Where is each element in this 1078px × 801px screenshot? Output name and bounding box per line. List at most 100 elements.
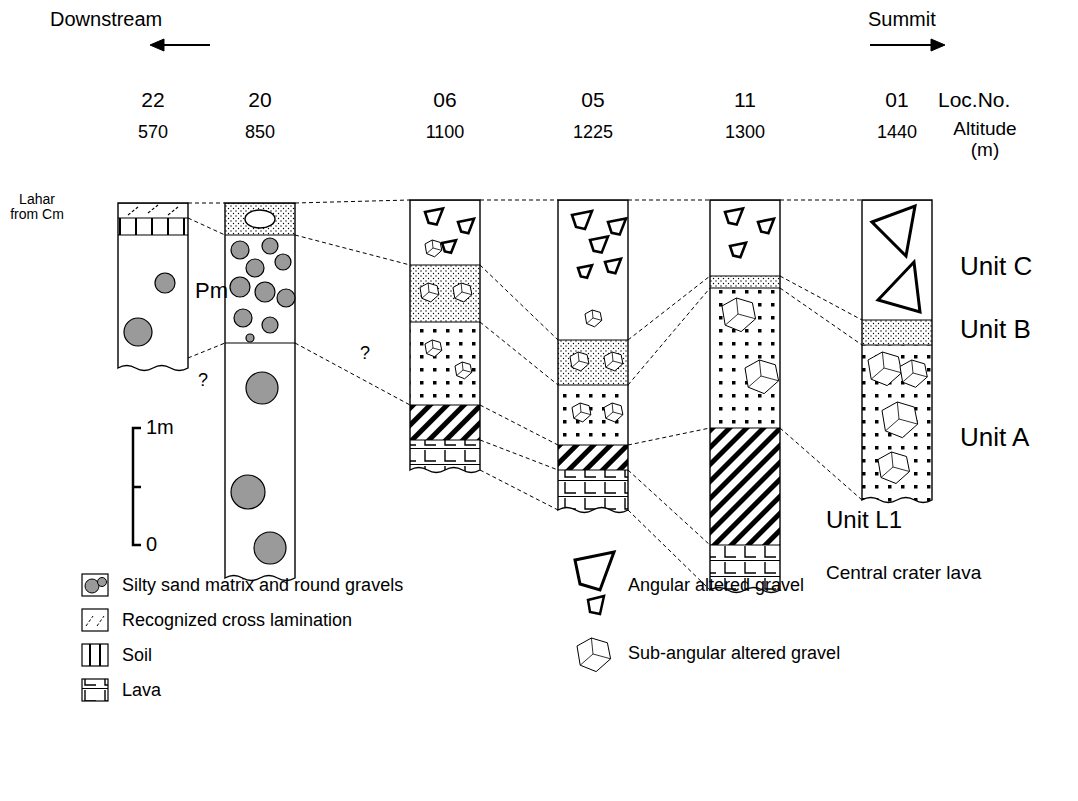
angular-gravel	[608, 218, 626, 234]
strat-layer	[558, 340, 628, 393]
angular-gravel	[572, 211, 592, 229]
round-gravel	[246, 334, 254, 342]
strat-column	[118, 203, 188, 376]
angular-gravel	[758, 219, 774, 233]
layer-boundary	[410, 404, 480, 405]
strat-layer	[410, 200, 480, 273]
legend-samples	[82, 552, 614, 701]
angular-gravel	[605, 259, 621, 273]
altitude-value: 1225	[573, 122, 613, 143]
unit-label: Unit C	[960, 252, 1032, 282]
locality-number: 11	[734, 88, 756, 112]
layer-boundary	[862, 319, 932, 320]
legend-text: Angular altered gravel	[628, 575, 804, 596]
unit-label: Unit B	[960, 315, 1031, 345]
angular-gravel-sample	[575, 552, 614, 590]
locality-number: 06	[433, 88, 456, 112]
column-outline	[862, 200, 932, 503]
altitude-value: 1100	[426, 122, 465, 143]
round-gravel	[246, 372, 278, 404]
strat-layer	[225, 343, 295, 586]
round-gravel	[231, 475, 265, 509]
correlation-line	[480, 405, 558, 445]
gravel-lens	[245, 210, 275, 228]
strat-layer	[862, 200, 932, 328]
direction-label: Summit	[868, 8, 936, 31]
strat-column	[862, 200, 932, 508]
subangular-gravel	[572, 403, 591, 422]
legend-swatch	[82, 644, 108, 666]
unit-label: Unit L1	[826, 506, 902, 534]
column-annotation: 0	[146, 533, 157, 556]
column-outline	[118, 203, 188, 371]
strat-layer	[710, 200, 780, 284]
correlation-line	[780, 276, 862, 320]
strat-layer	[710, 288, 780, 436]
uncertain-correlation	[188, 343, 225, 358]
strat-layer	[710, 428, 780, 553]
legend-text: Lava	[122, 680, 161, 701]
layer-boundary	[862, 344, 932, 345]
arrow-head	[150, 39, 164, 51]
subangular-gravel	[604, 352, 623, 371]
round-gravel	[246, 259, 264, 277]
correlation-line	[188, 218, 225, 235]
column-outline	[225, 203, 295, 581]
subangular-gravel	[455, 362, 472, 379]
legend-swatch	[82, 609, 108, 631]
round-gravel	[155, 273, 175, 293]
arrow-head	[931, 39, 945, 51]
legend-swatch	[82, 679, 108, 701]
layer-boundary	[225, 234, 295, 235]
altitude-value: 850	[245, 122, 275, 143]
layer-boundary	[410, 321, 480, 322]
column-annotation: Lahar from Cm	[6, 192, 68, 223]
legend-text: Soil	[122, 645, 152, 666]
column-annotation: Pm	[195, 278, 228, 303]
correlation-line	[480, 470, 558, 510]
correlation-line	[480, 265, 558, 340]
layer-boundary	[710, 427, 780, 428]
column-annotation: ?	[198, 370, 208, 391]
angular-gravel	[725, 208, 743, 224]
strat-layer	[410, 322, 480, 413]
layer-boundary	[225, 342, 295, 343]
correlation-line	[295, 235, 410, 265]
arrow-shaft	[160, 44, 210, 46]
subangular-gravel	[453, 283, 472, 302]
round-gravel	[98, 578, 107, 587]
subangular-gravel	[585, 310, 602, 327]
direction-label: Downstream	[50, 8, 162, 31]
correlation-line	[628, 470, 710, 545]
locality-number: 01	[885, 88, 908, 112]
round-gravel	[254, 532, 286, 564]
strat-layer	[118, 235, 188, 376]
column-annotation: ?	[360, 343, 370, 364]
round-gravel	[231, 241, 249, 259]
direction-arrows	[150, 39, 945, 51]
correlation-line	[188, 203, 225, 204]
layer-boundary	[558, 444, 628, 445]
round-gravel	[255, 282, 275, 302]
correlation-line	[480, 200, 558, 201]
subangular-gravel	[604, 403, 623, 422]
subangular-gravel	[420, 283, 439, 302]
round-gravel	[85, 579, 99, 593]
correlation-line	[480, 322, 558, 385]
round-gravel	[124, 318, 152, 346]
subangular-gravel	[882, 402, 918, 438]
strat-layer	[558, 340, 628, 393]
layer-boundary	[410, 439, 480, 440]
strat-layer	[410, 265, 480, 330]
layer-boundary	[410, 264, 480, 265]
angular-gravel	[878, 262, 920, 312]
strat-layer	[862, 200, 932, 328]
column-outline	[558, 200, 628, 513]
locality-number: Loc.No.	[938, 88, 1010, 112]
strat-layer	[225, 343, 295, 586]
angular-gravel-sample	[588, 596, 604, 614]
gravel-symbols	[124, 206, 927, 672]
altitude-value: 1440	[877, 122, 917, 143]
strat-layer	[710, 428, 780, 553]
